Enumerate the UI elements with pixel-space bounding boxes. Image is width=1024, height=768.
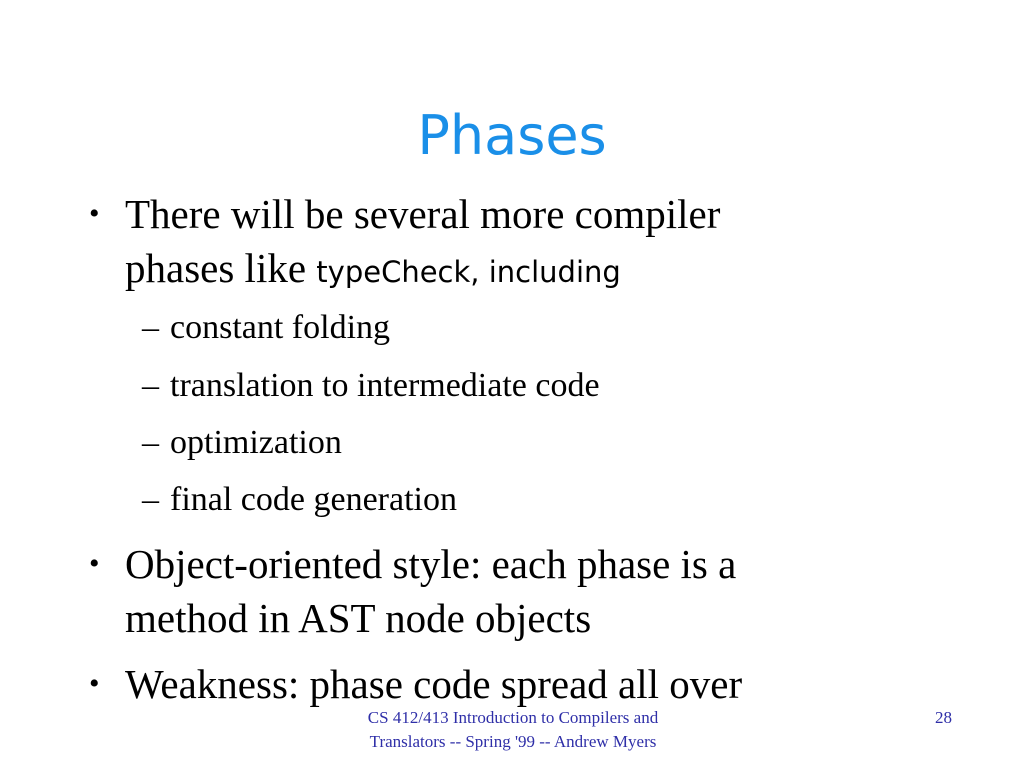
- sub-item-text: optimization: [170, 424, 342, 461]
- bullet-text: method in AST node objects: [125, 595, 592, 641]
- bullet-icon: •: [89, 667, 100, 700]
- bullet-icon: •: [89, 197, 100, 230]
- dash-icon: –: [142, 309, 159, 346]
- bullet-text-tail: , including: [470, 255, 621, 289]
- sub-item: – final code generation: [142, 478, 457, 522]
- bullet-2-line-2: method in AST node objects: [125, 592, 591, 644]
- dash-icon: –: [142, 481, 159, 518]
- footer-course-info: CS 412/413 Introduction to Compilers and…: [367, 708, 659, 751]
- code-term: typeCheck: [316, 255, 471, 289]
- bullet-text: Weakness: phase code spread all over: [125, 661, 743, 707]
- sub-item-text: constant folding: [170, 309, 391, 346]
- dash-icon: –: [142, 424, 159, 461]
- sub-item: – translation to intermediate code: [142, 364, 600, 408]
- slide-title: Phases: [417, 104, 607, 167]
- bullet-3-line-1: • Weakness: phase code spread all over: [89, 658, 743, 710]
- bullet-text: There will be several more compiler: [125, 191, 721, 237]
- bullet-1-line-1: • There will be several more compiler: [89, 188, 721, 240]
- sub-item-text: final code generation: [170, 481, 457, 518]
- sub-item: – optimization: [142, 421, 342, 465]
- bullet-1-line-2: phases like typeCheck, including: [125, 242, 621, 298]
- page-number: 28: [935, 708, 952, 727]
- bullet-text: phases like: [125, 245, 317, 291]
- bullet-2-line-1: • Object-oriented style: each phase is a: [89, 538, 737, 590]
- sub-item-text: translation to intermediate code: [170, 367, 600, 404]
- bullet-text: Object-oriented style: each phase is a: [125, 541, 737, 587]
- bullet-icon: •: [89, 547, 100, 580]
- dash-icon: –: [142, 367, 159, 404]
- sub-item: – constant folding: [142, 306, 391, 350]
